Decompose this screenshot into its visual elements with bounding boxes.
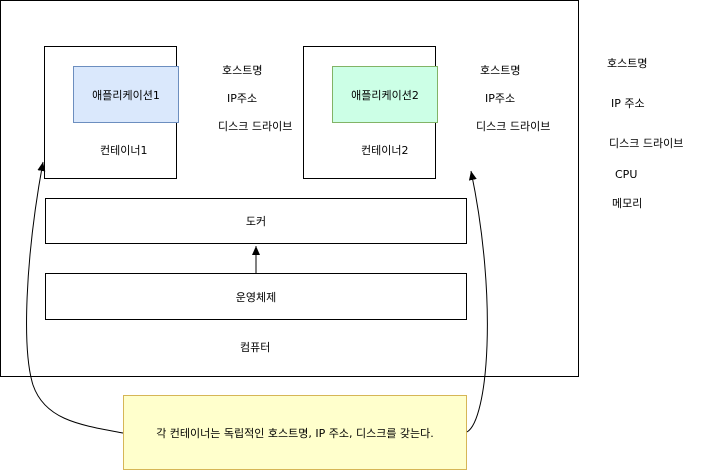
container1-disk: 디스크 드라이브 bbox=[218, 120, 293, 133]
computer-disk: 디스크 드라이브 bbox=[609, 137, 684, 150]
computer-memory: 메모리 bbox=[612, 197, 643, 210]
container2-label: 컨테이너2 bbox=[361, 144, 409, 157]
container1-label: 컨테이너1 bbox=[100, 144, 148, 157]
note-to-container2-arrow bbox=[466, 170, 488, 433]
container2-hostname: 호스트명 bbox=[480, 64, 521, 77]
computer-label: 컴퓨터 bbox=[240, 341, 271, 354]
computer-ip: IP 주소 bbox=[611, 97, 645, 110]
docker-box: 도커 bbox=[45, 198, 467, 244]
container2-ip: IP주소 bbox=[485, 92, 516, 105]
note-box: 각 컨테이너는 독립적인 호스트명, IP 주소, 디스크를 갖는다. bbox=[123, 395, 467, 470]
container1-hostname: 호스트명 bbox=[222, 64, 263, 77]
application1-box: 애플리케이션1 bbox=[73, 66, 179, 123]
computer-hostname: 호스트명 bbox=[607, 57, 648, 70]
note-to-container1-arrow bbox=[26, 161, 124, 434]
computer-cpu: CPU bbox=[615, 168, 638, 181]
container2-disk: 디스크 드라이브 bbox=[476, 120, 551, 133]
os-box: 운영체제 bbox=[45, 273, 467, 320]
application2-box: 애플리케이션2 bbox=[332, 66, 438, 123]
container1-ip: IP주소 bbox=[227, 92, 258, 105]
